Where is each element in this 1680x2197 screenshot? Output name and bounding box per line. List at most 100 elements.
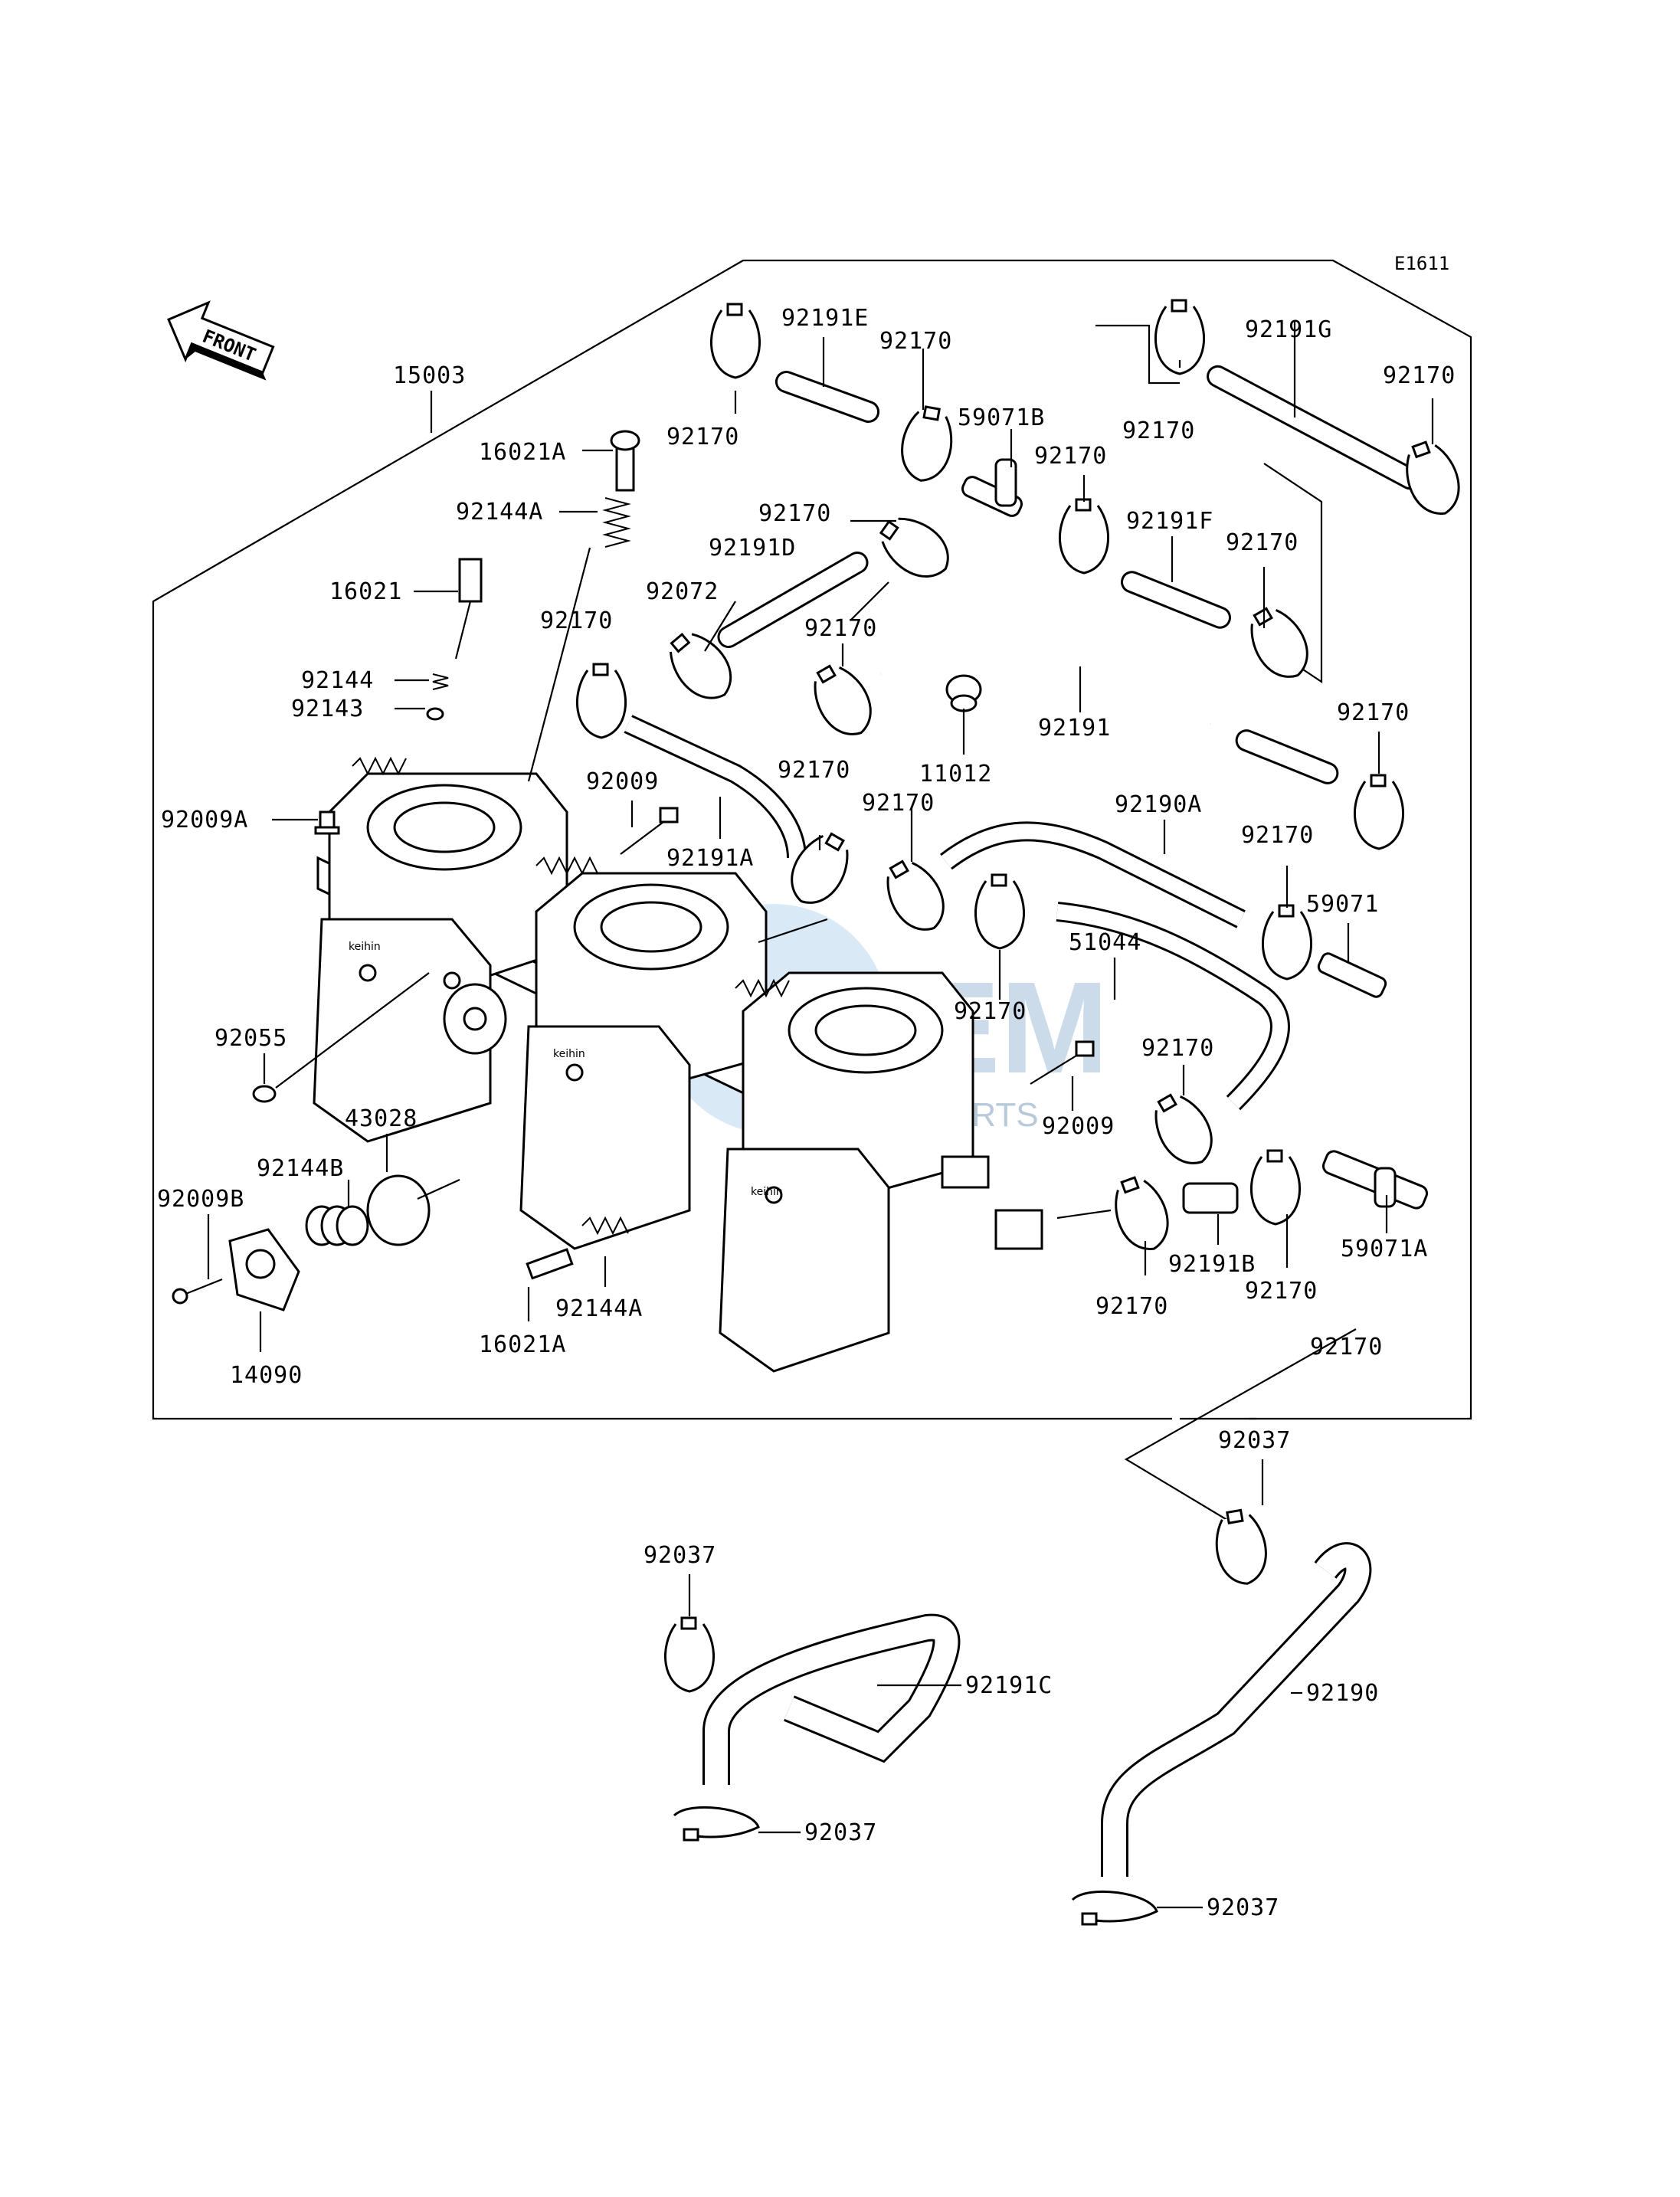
clamp-92037-c: [673, 1806, 760, 1842]
assembly-boundary: [152, 259, 1472, 1420]
clamp-92170-p: [1105, 1170, 1178, 1259]
clamp-92170-k: [875, 851, 956, 941]
oring-92055: [252, 1085, 277, 1103]
label-92170-a: 92170: [540, 607, 613, 634]
label-92009-top: 92009: [586, 768, 659, 795]
leader-lines: [207, 322, 1434, 1909]
hose-92191E: [775, 371, 880, 423]
label-92170-m: 92170: [1241, 822, 1314, 849]
carburetor-body-3: keihin: [719, 971, 1043, 1373]
label-92170-n: 92170: [954, 998, 1027, 1025]
screw-92009B: [172, 1278, 223, 1305]
label-92037-d: 92037: [1207, 1894, 1279, 1921]
label-92170-e: 92170: [1034, 443, 1107, 470]
spring-92144A-bottom: [581, 1216, 629, 1236]
label-92170-b: 92170: [804, 615, 877, 642]
clamp-92170-q: [1249, 1149, 1302, 1226]
hose-92191F: [1121, 571, 1231, 629]
label-92191G: 92191G: [1245, 316, 1332, 343]
label-43028: 43028: [345, 1105, 418, 1132]
screw-16021A-top: [610, 430, 640, 492]
label-59071A: 59071A: [1341, 1236, 1428, 1262]
carburetor-assembly: keihin keihin keihin: [313, 756, 1043, 1373]
cap-11012: [945, 674, 982, 712]
svg-text:keihin: keihin: [349, 941, 381, 953]
diaphragm-43028: [366, 1174, 460, 1246]
label-92170-r: 92170: [1310, 1334, 1383, 1360]
label-92009A: 92009A: [161, 807, 248, 833]
label-92191B: 92191B: [1168, 1251, 1256, 1278]
label-92170-p: 92170: [1095, 1293, 1168, 1320]
carburetor-body-1: keihin: [313, 772, 568, 1143]
hose-92191D: [717, 552, 869, 648]
label-92170-top-a: 92170: [666, 424, 739, 450]
svg-text:keihin: keihin: [553, 1048, 585, 1060]
label-92170-f: 92170: [1122, 417, 1195, 444]
label-92037-b: 92037: [644, 1542, 716, 1569]
clamp-92170-o: [1143, 1085, 1224, 1175]
washer-92143: [426, 707, 444, 721]
label-92144B: 92144B: [257, 1155, 344, 1182]
label-92009-right: 92009: [1042, 1113, 1115, 1140]
screw-92009A: [314, 810, 340, 835]
spring-92144A-top: [602, 497, 631, 548]
label-92191C: 92191C: [965, 1672, 1053, 1699]
label-16021: 16021: [329, 578, 402, 605]
label-16021A-bottom: 16021A: [479, 1331, 566, 1358]
screw-92009-top: [620, 807, 679, 855]
part-labels: 15003 16021A 92144A 16021 92144 92143 92…: [157, 305, 1455, 1921]
tee-fitting-59071B: [961, 458, 1023, 517]
label-92055: 92055: [215, 1025, 287, 1052]
clamp-92170-d: [896, 402, 958, 486]
clamp-92170-n: [974, 873, 1026, 950]
clamp-92170-c: [870, 506, 961, 590]
label-16021A-top: 16021A: [479, 439, 566, 466]
label-92170-d: 92170: [879, 328, 952, 355]
label-92191: 92191: [1038, 715, 1111, 742]
clamp-92170-b: [802, 656, 883, 746]
label-92072: 92072: [646, 578, 719, 605]
label-15003: 15003: [393, 362, 466, 389]
label-92191A: 92191A: [666, 845, 754, 872]
screw-16021A-bottom: [526, 1248, 574, 1280]
hose-92191B: [1182, 1182, 1239, 1214]
label-59071: 59071: [1306, 891, 1379, 918]
label-11012: 11012: [919, 761, 992, 787]
clamp-92170-g: [575, 663, 627, 739]
label-92037-a: 92037: [1218, 1427, 1291, 1454]
label-92009B: 92009B: [157, 1186, 244, 1213]
label-92170-o: 92170: [1141, 1035, 1214, 1062]
screw-92009-right: [1030, 1040, 1095, 1085]
needle-16021: [454, 558, 483, 660]
label-92190: 92190: [1306, 1680, 1379, 1707]
label-92170-j: 92170: [778, 757, 850, 784]
fitting-59071: [1317, 952, 1387, 998]
front-arrow: FRONT: [167, 300, 275, 381]
label-92144A-top: 92144A: [456, 499, 543, 526]
spring-92144: [432, 673, 449, 690]
label-92144A-bottom: 92144A: [555, 1295, 643, 1322]
cover-14090: [228, 1228, 300, 1311]
label-92191F: 92191F: [1126, 508, 1213, 535]
label-92191E: 92191E: [781, 305, 869, 332]
label-92170-l: 92170: [1337, 699, 1410, 726]
tee-fitting-59071A: [1321, 1150, 1429, 1210]
clamp-92170-m: [1261, 904, 1313, 981]
svg-text:keihin: keihin: [751, 1186, 783, 1198]
label-92170-q: 92170: [1245, 1278, 1318, 1305]
clamp-92170-e: [1058, 498, 1110, 575]
label-59071B: 59071B: [958, 404, 1045, 431]
label-92144: 92144: [301, 667, 374, 694]
label-51044: 51044: [1069, 929, 1141, 956]
label-14090: 14090: [230, 1362, 303, 1389]
clamp-92037-b: [663, 1616, 716, 1693]
label-92170-c: 92170: [758, 500, 831, 527]
carburetor-body-2: keihin: [519, 872, 768, 1250]
clamp-92170-i: [1239, 598, 1320, 689]
clamp-92170-a: [709, 303, 761, 379]
clamp-92037-a: [1210, 1505, 1272, 1590]
clamp-92170-l: [1353, 774, 1405, 850]
spring-92144B: [305, 1205, 369, 1246]
label-92037-c: 92037: [804, 1819, 877, 1846]
